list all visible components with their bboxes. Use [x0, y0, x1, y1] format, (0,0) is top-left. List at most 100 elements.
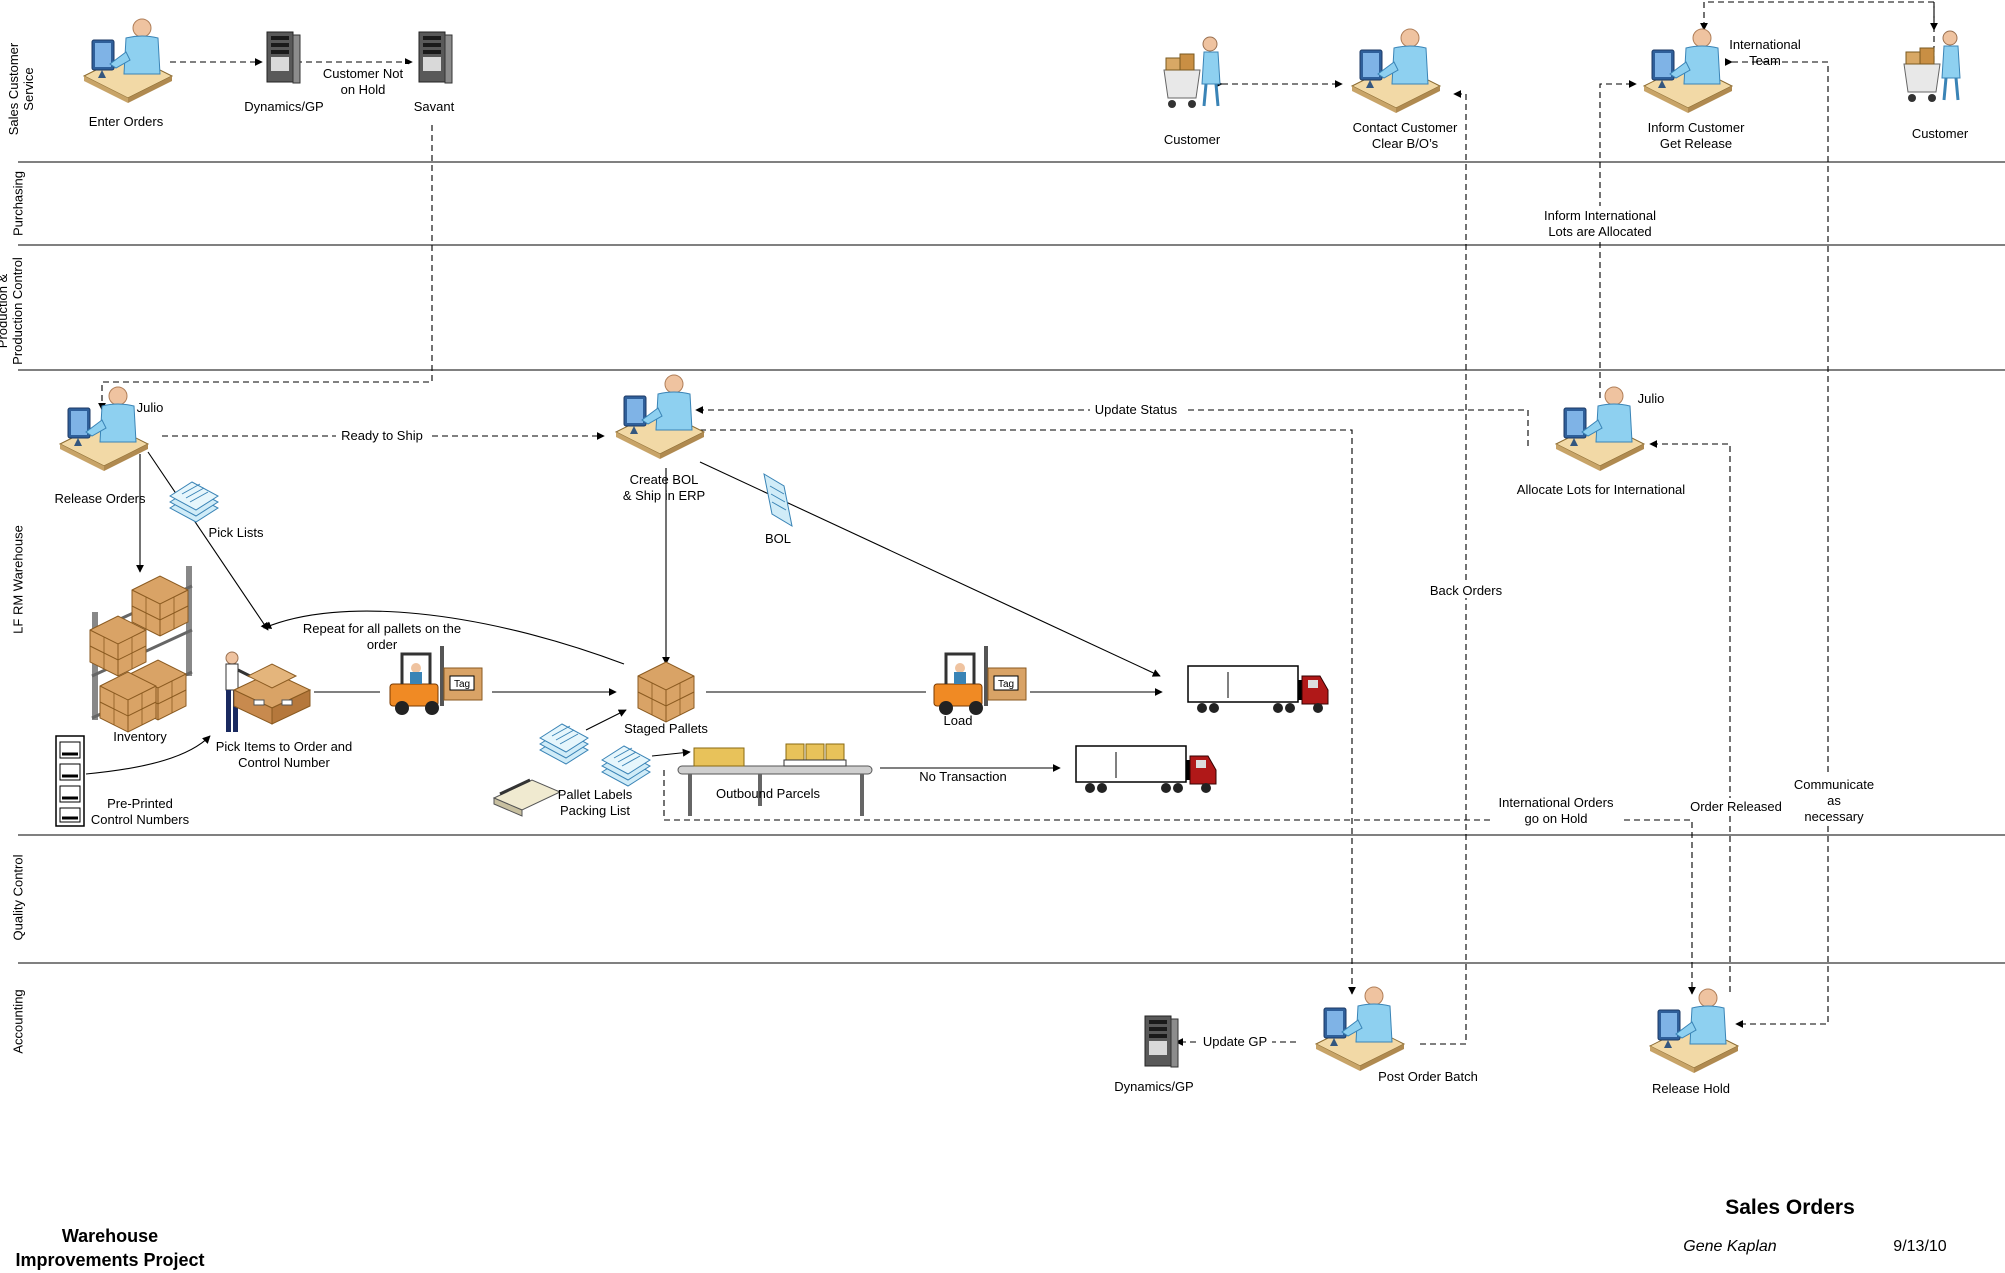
tag-label-2: Tag	[998, 679, 1014, 690]
edge-label-inform-intl-2: Lots are Allocated	[1548, 224, 1651, 239]
edge-order-released	[1649, 440, 1731, 992]
edge-savant-to-release	[98, 125, 433, 411]
edge-label-intl-orders-1: International Orders	[1499, 795, 1614, 810]
node-labels: Enter Orders Dynamics/GP Savant Customer…	[54, 37, 1968, 1096]
edge-label-inform-intl-1: Inform International	[1544, 208, 1656, 223]
edge-communicate	[1724, 58, 1829, 1028]
label-international-team-2: Team	[1749, 53, 1781, 68]
label-pallet-labels-2: Packing List	[560, 803, 630, 818]
edge-label-repeat-2: order	[367, 637, 398, 652]
edge-intl-team-loop	[1700, 1, 1935, 62]
label-pallet-labels-1: Pallet Labels	[558, 787, 633, 802]
edge-allocate-to-inform	[1599, 80, 1637, 398]
label-contact-customer-2: Clear B/O’s	[1372, 136, 1439, 151]
edge-label-customer-not-1: Customer Not	[323, 66, 404, 81]
lane-label-sales-customer-service: Sales Customer Service	[6, 42, 36, 136]
edge-label-order-released: Order Released	[1690, 799, 1782, 814]
label-release-orders: Release Orders	[54, 491, 146, 506]
project-name-line-1: Warehouse	[61, 1226, 159, 1246]
edge-label-no-transaction: No Transaction	[919, 769, 1006, 784]
conveyor-icon-outbound-parcels	[677, 743, 873, 816]
boxes-icon-staged-pallets	[637, 661, 695, 723]
author-name: Gene Kaplan	[1683, 1238, 1777, 1255]
server-icon-dynamics-gp	[266, 31, 301, 84]
user-icon-post-order-batch	[1315, 986, 1405, 1072]
user-icon-enter-orders	[83, 18, 173, 104]
edge-label-ready-to-ship: Ready to Ship	[341, 428, 423, 443]
label-dynamics-gp-top: Dynamics/GP	[244, 99, 323, 114]
lane-label-purchasing: Purchasing	[10, 170, 26, 237]
lane-label-production: Production & Production Control	[0, 257, 25, 365]
edge-bol-to-post	[700, 429, 1356, 995]
user-icon-inform-customer	[1643, 28, 1733, 114]
edge-label-update-status: Update Status	[1095, 402, 1178, 417]
edge-label-communicate-3: necessary	[1804, 809, 1864, 824]
label-pick-lists: Pick Lists	[209, 525, 264, 540]
label-inform-customer-1: Inform Customer	[1648, 120, 1745, 135]
label-post-order-batch: Post Order Batch	[1378, 1069, 1478, 1084]
control-number-labels-icon	[55, 735, 85, 827]
label-savant: Savant	[414, 99, 455, 114]
diagram-title: Sales Orders	[1725, 1196, 1855, 1219]
picker-icon	[225, 651, 251, 732]
edge-labels-to-staged	[585, 709, 627, 731]
docs-icon-labels-2	[601, 745, 651, 787]
label-create-bol-1: Create BOL	[630, 472, 699, 487]
edge-labels: Customer Not on Hold Ready to Ship Updat…	[303, 64, 1874, 1050]
label-customer-1: Customer	[1164, 132, 1221, 147]
forklift-icon-2: Tag	[933, 646, 1027, 715]
user-icon-release-orders	[59, 386, 149, 472]
label-outbound-parcels: Outbound Parcels	[716, 786, 821, 801]
label-pre-printed-1: Pre-Printed	[107, 796, 173, 811]
document-icon-bol	[763, 472, 793, 528]
label-create-bol-2: & Ship in ERP	[623, 488, 705, 503]
label-inventory: Inventory	[113, 729, 167, 744]
user-icon-contact-customer	[1351, 28, 1441, 114]
user-icon-release-hold	[1649, 988, 1739, 1074]
docs-icon-labels-1	[539, 723, 589, 765]
edge-update-status	[695, 406, 1529, 446]
server-icon-dynamics-gp-bottom	[1144, 1015, 1179, 1068]
pallet-boxes-icon	[232, 663, 312, 725]
printer-icon	[492, 778, 562, 817]
label-pick-items-1: Pick Items to Order and	[216, 739, 353, 754]
edge-label-update-gp: Update GP	[1203, 1034, 1267, 1049]
label-international-team-1: International	[1729, 37, 1801, 52]
edge-preprinted-to-pick	[85, 735, 211, 775]
inventory-rack-icon	[89, 566, 193, 733]
label-enter-orders: Enter Orders	[89, 114, 164, 129]
label-release-hold: Release Hold	[1652, 1081, 1730, 1096]
customer-cart-icon-1	[1162, 35, 1222, 110]
label-pre-printed-2: Control Numbers	[91, 812, 190, 827]
customer-cart-icon-2	[1902, 29, 1962, 104]
edges	[85, 1, 1938, 1046]
label-load: Load	[944, 713, 973, 728]
label-customer-2: Customer	[1912, 126, 1969, 141]
label-inform-customer-2: Get Release	[1660, 136, 1732, 151]
edge-release-to-pick	[147, 451, 269, 631]
lane-label-quality-control: Quality Control	[10, 854, 26, 941]
label-pick-items-2: Control Number	[238, 755, 330, 770]
label-bol: BOL	[765, 531, 791, 546]
edge-labels-to-parcels	[651, 748, 691, 757]
label-allocate-lots: Allocate Lots for International	[1517, 482, 1685, 497]
edge-label-back-orders: Back Orders	[1430, 583, 1503, 598]
label-dynamics-gp-bottom: Dynamics/GP	[1114, 1079, 1193, 1094]
lane-label-accounting: Accounting	[10, 989, 26, 1054]
edge-intl-orders-hold	[663, 770, 1696, 995]
edge-repeat-loop	[263, 610, 625, 665]
label-julio-1: Julio	[137, 400, 164, 415]
lane-label-warehouse: LF RM Warehouse	[10, 525, 26, 634]
truck-icon-2	[1075, 745, 1217, 794]
edge-back-orders	[1420, 90, 1467, 1045]
forklift-icon-1: Tag	[389, 646, 483, 715]
user-icon-allocate-lots	[1555, 386, 1645, 472]
project-name-line-2: Improvements Project	[15, 1250, 205, 1270]
diagram-date: 9/13/10	[1893, 1238, 1947, 1255]
label-staged-pallets: Staged Pallets	[624, 721, 708, 736]
truck-icon-1	[1187, 665, 1329, 714]
lane-separators	[18, 161, 2005, 964]
edge-label-intl-orders-2: go on Hold	[1525, 811, 1588, 826]
label-julio-2: Julio	[1638, 391, 1665, 406]
